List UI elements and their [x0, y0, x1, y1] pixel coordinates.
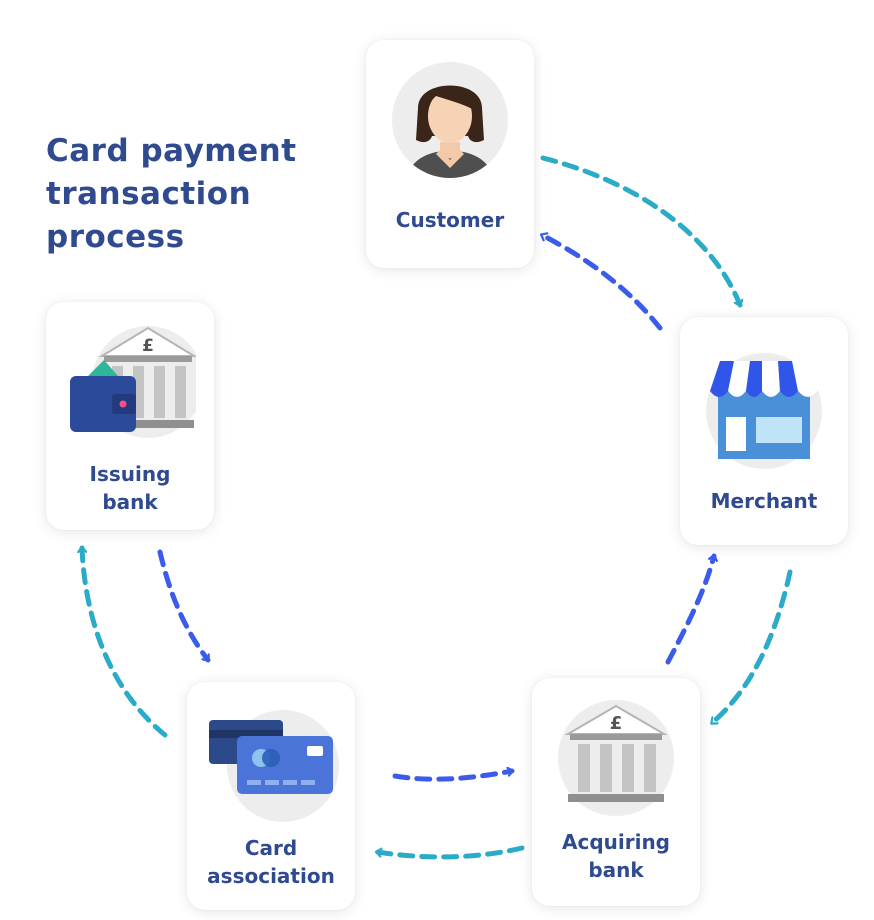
arrow-acquiring-to-association	[374, 845, 525, 860]
customer-card: Customer	[366, 40, 534, 268]
diagram-title: Card payment transaction process	[46, 133, 297, 255]
arrow-acquiring-to-merchant	[665, 553, 714, 665]
customer-woman-icon	[392, 62, 508, 178]
issuing-bank-label: Issuing bank	[89, 462, 171, 514]
arrow-customer-to-merchant	[540, 155, 740, 308]
arrow-association-to-acquiring	[392, 771, 515, 782]
issuing-bank-card: £ Issuing bank	[46, 302, 214, 530]
bank-wallet-icon: £	[70, 326, 196, 438]
storefront-icon	[706, 353, 822, 469]
arrow-merchant-to-acquiring	[709, 569, 793, 726]
customer-label: Customer	[395, 208, 505, 232]
merchant-card: Merchant	[680, 317, 848, 545]
arrow-association-to-issuing	[82, 545, 168, 738]
bank-pound-icon: £	[558, 700, 674, 816]
acquiring-bank-card: £ Acquiring bank	[532, 678, 700, 906]
credit-cards-icon	[209, 710, 339, 822]
card-association-card: Card association	[187, 682, 355, 910]
arrow-merchant-to-customer	[539, 235, 663, 331]
svg-text:£: £	[142, 336, 154, 356]
merchant-label: Merchant	[710, 489, 818, 513]
svg-text:£: £	[610, 713, 623, 734]
acquiring-bank-label: Acquiring bank	[561, 830, 671, 882]
card-association-label: Card association	[207, 836, 335, 888]
arrow-issuing-to-association	[157, 549, 211, 663]
